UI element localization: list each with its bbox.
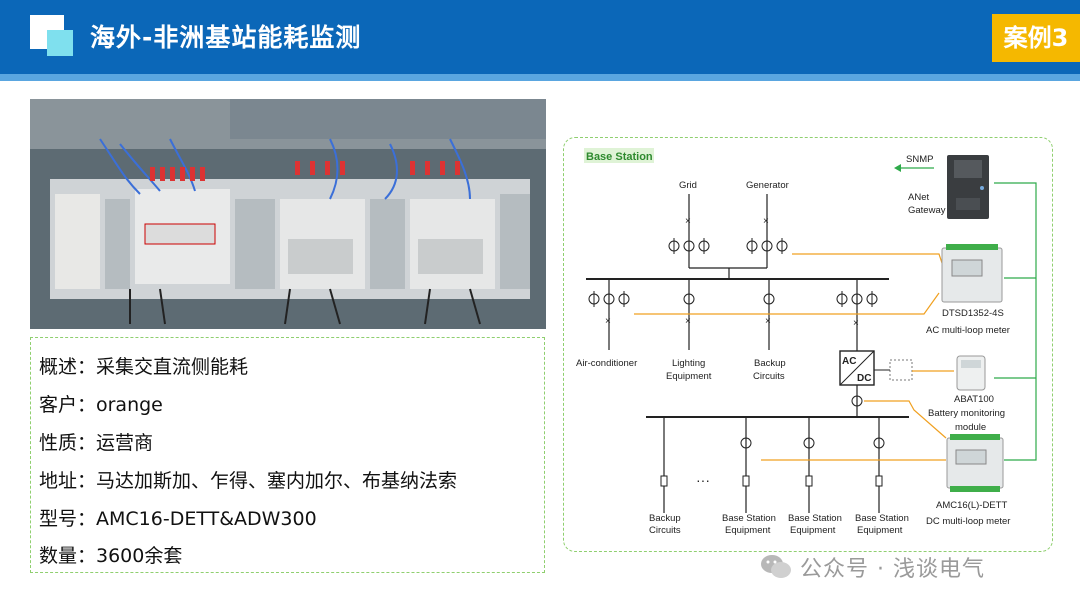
svg-text:×: × <box>853 318 859 329</box>
installation-photo <box>30 99 546 329</box>
info-model: 型号：AMC16-DETT&ADW300 <box>39 508 317 530</box>
ct-dc-branches <box>740 437 885 449</box>
abat-label-1: ABAT100 <box>954 394 994 405</box>
abat-label-3: module <box>955 422 986 433</box>
dc-signal-lines <box>761 400 947 461</box>
dtsd-label-1: DTSD1352-4S <box>942 308 1004 319</box>
ct-ac-branches <box>588 291 878 307</box>
page-title: 海外-非洲基站能耗监测 <box>90 23 362 52</box>
wechat-icon <box>761 555 791 578</box>
comm-lines <box>994 182 1037 461</box>
bse-c-label-2: Equipment <box>857 525 903 536</box>
amc16-label-1: AMC16(L)-DETT <box>936 500 1007 511</box>
project-info-box: 概述：采集交直流侧能耗 客户：orange 性质：运营商 地址：马达加斯加、乍得… <box>30 337 545 573</box>
ac-breaker-marks: × × × × <box>605 316 859 329</box>
diagram-svg: Base Station SNMP ANet Gateway Grid Gene… <box>576 148 1037 536</box>
diagram-title: Base Station <box>586 151 653 163</box>
anet-label-2: Gateway <box>908 205 946 216</box>
grid-label: Grid <box>679 180 697 191</box>
dc-backup-label-2: Circuits <box>649 525 681 536</box>
anet-gateway-device <box>947 155 989 219</box>
bse-a-label-2: Equipment <box>725 525 771 536</box>
dc-backup-label-1: Backup <box>649 513 681 524</box>
lighting-label-2: Equipment <box>666 371 712 382</box>
anet-label-1: ANet <box>908 192 929 203</box>
amc16-meter-device <box>946 434 1004 492</box>
abat-label-2: Battery monitoring <box>928 408 1005 419</box>
lighting-label-1: Lighting <box>672 358 705 369</box>
dc-branches <box>663 417 880 513</box>
abat-device <box>956 355 986 391</box>
bse-b-label-2: Equipment <box>790 525 836 536</box>
info-overview: 概述：采集交直流侧能耗 <box>39 356 249 378</box>
dc-fuses <box>660 475 883 487</box>
bse-a-label-1: Base Station <box>722 513 776 524</box>
backup-label-2: Circuits <box>753 371 785 382</box>
info-address: 地址：马达加斯加、乍得、塞内加尔、布基纳法索 <box>39 470 458 492</box>
breaker-marks: ×× <box>685 216 769 227</box>
header-stripe <box>0 74 1080 81</box>
svg-text:×: × <box>605 316 611 327</box>
backup-label-1: Backup <box>754 358 786 369</box>
dtsd-label-2: AC multi-loop meter <box>926 325 1010 336</box>
watermark-text: 公众号 · 浅谈电气 <box>800 557 985 582</box>
ct-incoming <box>668 238 788 254</box>
photo-illustration <box>30 99 546 329</box>
watermark: 公众号 · 浅谈电气 <box>760 552 985 582</box>
info-customer: 客户：orange <box>39 394 163 416</box>
ct-dc-main <box>851 395 863 407</box>
ac-branches <box>608 279 858 383</box>
info-quantity: 数量：3600余套 <box>39 545 183 567</box>
bse-b-label-1: Base Station <box>788 513 842 524</box>
header-bar <box>0 0 1080 74</box>
svg-text:×: × <box>763 216 769 227</box>
rectifier-dc: DC <box>857 373 871 384</box>
ac-signal-lines <box>634 253 943 315</box>
dtsd-meter-device <box>941 244 1003 303</box>
generator-label: Generator <box>746 180 789 191</box>
info-nature: 性质：运营商 <box>39 432 154 454</box>
rectifier-box <box>839 350 875 386</box>
rectifier-ac: AC <box>842 356 856 367</box>
amc16-label-2: DC multi-loop meter <box>926 516 1010 527</box>
svg-text:×: × <box>685 216 691 227</box>
bse-c-label-1: Base Station <box>855 513 909 524</box>
svg-text:×: × <box>765 316 771 327</box>
base-station-diagram: Base Station SNMP ANet Gateway Grid Gene… <box>563 137 1053 552</box>
incoming-feeders <box>688 194 768 279</box>
air-conditioner-label: Air-conditioner <box>576 358 637 369</box>
battery-icon <box>889 359 913 381</box>
diagram-title-bg <box>584 148 654 163</box>
snmp-label: SNMP <box>906 154 933 165</box>
dc-ellipsis: ··· <box>696 472 710 488</box>
svg-text:×: × <box>685 316 691 327</box>
logo-square-cyan <box>47 30 73 56</box>
snmp-arrowhead <box>894 164 901 172</box>
case-badge: 案例3 <box>992 14 1080 62</box>
